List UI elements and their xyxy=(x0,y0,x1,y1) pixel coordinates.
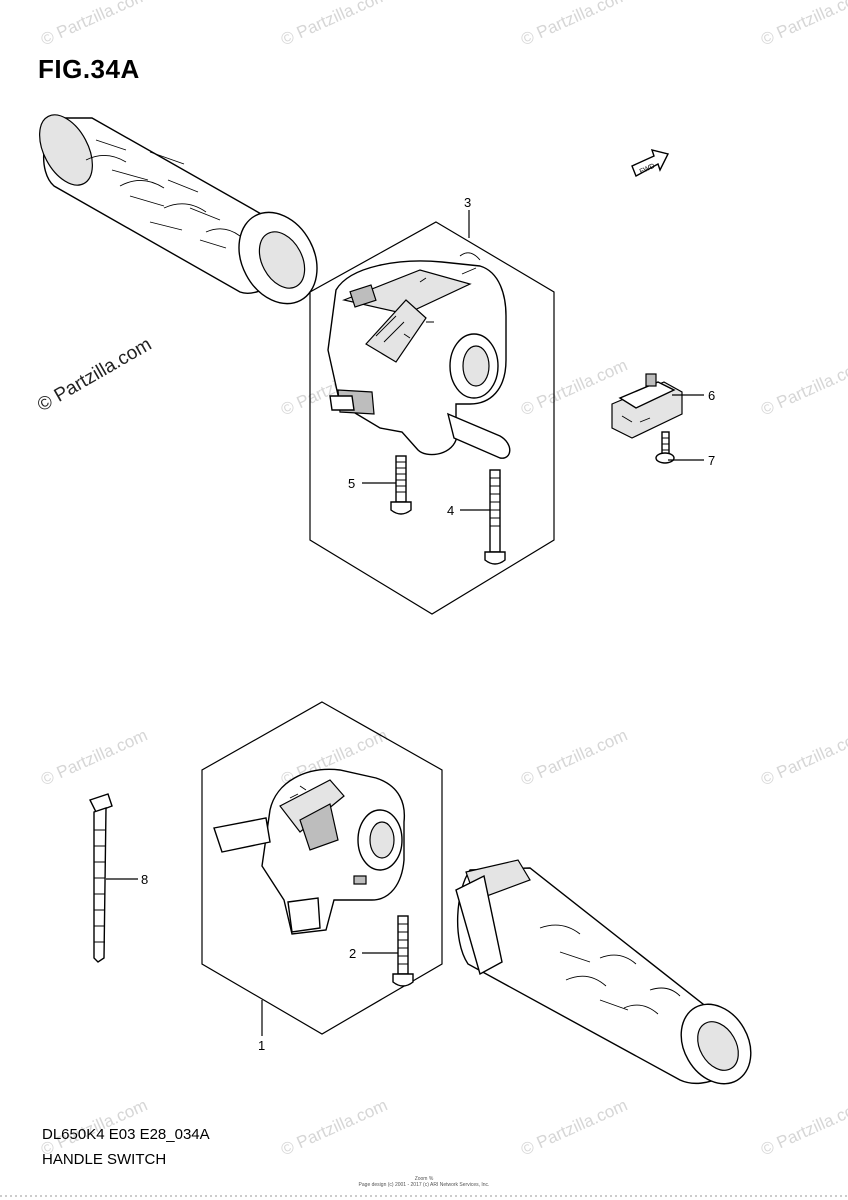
screw-part-5[interactable] xyxy=(390,455,412,515)
model-code: DL650K4 E03 E28_034A xyxy=(42,1126,210,1143)
section-name: HANDLE SWITCH xyxy=(42,1151,167,1168)
screw-part-7[interactable] xyxy=(655,431,675,464)
callout-8[interactable]: 8 xyxy=(141,872,148,887)
callout-6[interactable]: 6 xyxy=(708,388,715,403)
left-grip[interactable] xyxy=(29,106,333,317)
callout-2[interactable]: 2 xyxy=(349,946,356,961)
left-handle-switch[interactable] xyxy=(213,768,406,935)
figure-title: FIG.34A xyxy=(38,54,140,84)
screw-part-2[interactable] xyxy=(392,915,414,987)
copyright-footnote: Zoom % Page design (c) 2001 - 2017 (c) A… xyxy=(358,1176,490,1188)
assembly-box-upper xyxy=(309,221,555,615)
assembly-box-lower xyxy=(201,701,443,1035)
callout-7[interactable]: 7 xyxy=(708,453,715,468)
right-handle-switch[interactable] xyxy=(327,252,511,459)
cable-tie-part-8[interactable] xyxy=(89,793,113,963)
callout-4[interactable]: 4 xyxy=(447,503,454,518)
callout-leaders xyxy=(106,210,704,1036)
callout-3[interactable]: 3 xyxy=(464,195,471,210)
switch-part-6[interactable] xyxy=(611,373,683,439)
throttle-grip[interactable] xyxy=(455,859,765,1096)
screw-part-4[interactable] xyxy=(484,469,506,565)
fwd-arrow-icon: FWD xyxy=(631,149,670,177)
callout-5[interactable]: 5 xyxy=(348,476,355,491)
callout-1[interactable]: 1 xyxy=(258,1038,265,1053)
